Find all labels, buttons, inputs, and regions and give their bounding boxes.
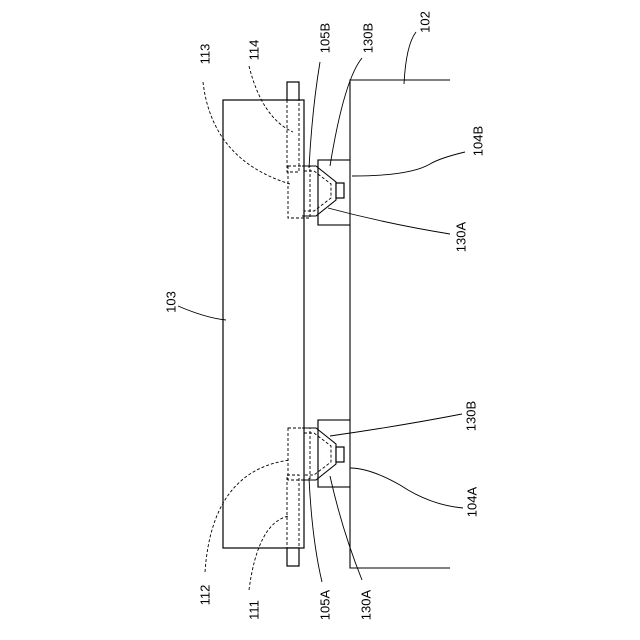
leader-130B-top — [330, 58, 362, 166]
pin-114 — [287, 82, 299, 100]
pin-111 — [287, 548, 299, 566]
tip-bottom — [336, 447, 344, 462]
label-104B: 104B — [471, 126, 486, 156]
label-130B-top: 130B — [361, 23, 376, 53]
leader-104A — [350, 468, 463, 508]
label-113: 113 — [198, 44, 213, 65]
reference-labels: 102 114 113 105B 130B 104B 130A 103 130B… — [164, 11, 486, 620]
label-112: 112 — [198, 585, 213, 606]
leader-104B — [352, 152, 465, 176]
holder-block-104A — [318, 420, 350, 487]
label-111: 111 — [247, 600, 262, 620]
tip-top — [336, 183, 344, 198]
label-130B-bottom: 130B — [464, 401, 479, 431]
label-130A-bottom: 130A — [359, 589, 374, 620]
leader-102 — [404, 32, 416, 84]
label-130A-top: 130A — [454, 221, 469, 252]
plate-103 — [223, 100, 304, 548]
leader-130A-top — [328, 208, 450, 234]
label-104A: 104A — [465, 486, 480, 517]
label-105B: 105B — [318, 23, 333, 53]
label-102: 102 — [418, 11, 433, 33]
label-103: 103 — [164, 291, 179, 313]
leader-lines — [178, 32, 465, 590]
leader-105A — [309, 478, 322, 582]
leader-103 — [178, 306, 226, 320]
holder-block-104B — [318, 160, 350, 225]
leader-105B — [309, 62, 320, 168]
label-105A: 105A — [318, 589, 333, 620]
base-member-102 — [318, 80, 450, 568]
label-114: 114 — [247, 40, 262, 61]
leader-130A-bottom — [330, 476, 362, 580]
